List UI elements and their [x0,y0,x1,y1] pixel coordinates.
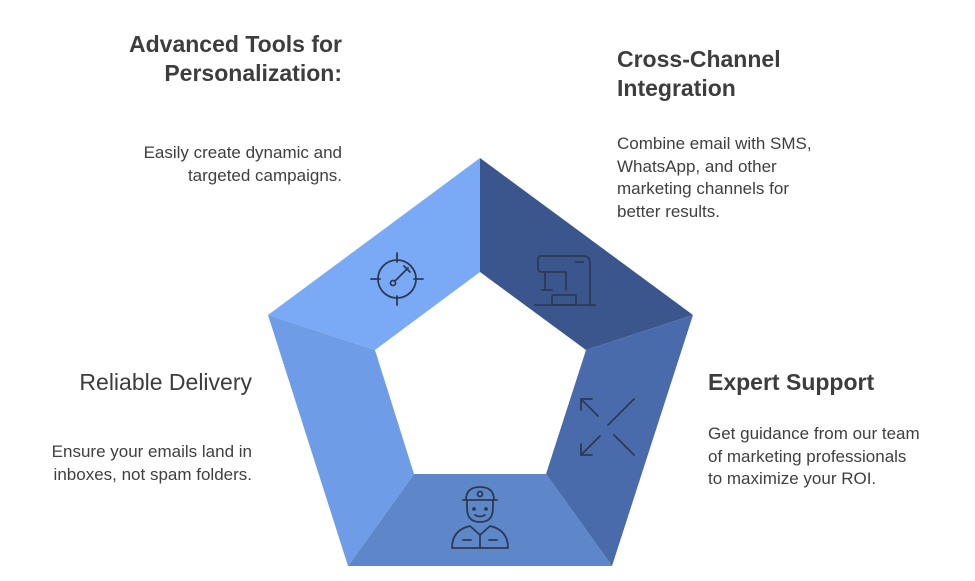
cross-channel-desc-line1: Combine email with SMS, [617,134,812,153]
advanced-tools-title-line2: Personalization: [164,60,342,86]
cross-channel-title-line2: Integration [617,75,736,101]
advanced-tools-title-line1: Advanced Tools for [129,31,342,57]
advanced-tools-desc-line1: Easily create dynamic and [143,143,342,162]
reliable-delivery-title-text: Reliable Delivery [79,369,252,395]
expert-support-title: Expert Support [708,368,874,397]
segment-top-right [480,158,693,350]
expert-support-title-text: Expert Support [708,369,875,395]
target-icon [370,252,424,306]
expert-support-desc-line3: to maximize your ROI. [708,469,877,488]
delivery-person-icon [451,486,509,549]
reliable-delivery-title: Reliable Delivery [79,368,252,397]
segment-top-left [268,158,480,350]
expert-support-desc: Get guidance from our team of marketing … [708,423,920,491]
cross-channel-desc-line2: WhatsApp, and other [617,156,777,176]
expert-support-desc-line1: Get guidance from our team [708,424,920,443]
expand-arrows-icon [580,398,635,456]
expert-support-desc-line2: of marketing professionals [708,446,907,466]
cross-channel-desc-line3: marketing channels for [617,179,789,198]
sewing-machine-icon [534,255,596,306]
reliable-delivery-desc-line1: Ensure your emails land in [51,442,252,461]
segment-left [268,315,414,566]
advanced-tools-desc-line2: targeted campaigns. [187,165,342,185]
segment-bottom [348,474,612,566]
advanced-tools-desc: Easily create dynamic and targeted campa… [144,142,342,187]
cross-channel-title: Cross-Channel Integration [617,45,781,103]
advanced-tools-title: Advanced Tools for Personalization: [129,30,342,88]
cross-channel-desc: Combine email with SMS, WhatsApp, and ot… [617,133,812,223]
reliable-delivery-desc-line2: inboxes, not spam folders. [53,464,252,484]
reliable-delivery-desc: Ensure your emails land in inboxes, not … [52,441,252,486]
cross-channel-title-line1: Cross-Channel [617,46,781,72]
cross-channel-desc-line4: better results. [617,201,720,221]
